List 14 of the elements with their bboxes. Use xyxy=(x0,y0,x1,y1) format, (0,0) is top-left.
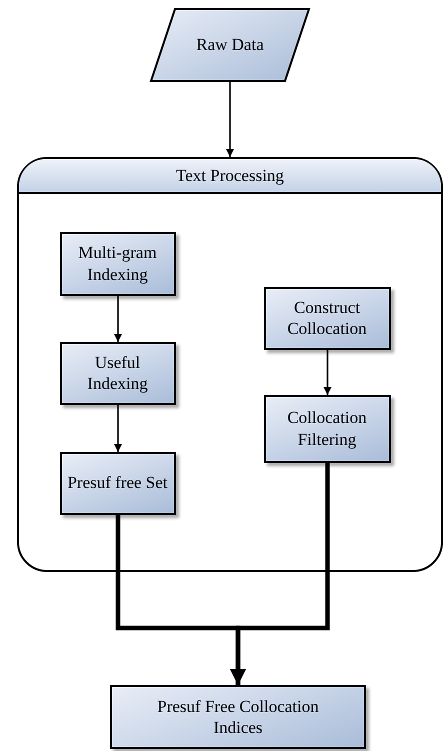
group-container xyxy=(17,157,443,572)
process-box: Presuf free Set xyxy=(60,452,176,514)
group-title: Text Processing xyxy=(19,159,441,194)
node-label: Raw Data xyxy=(196,35,264,55)
process-box: Multi-gram Indexing xyxy=(60,232,176,296)
arrow xyxy=(230,463,330,685)
arrow xyxy=(324,350,332,395)
process-box: Construct Collocation xyxy=(264,286,390,350)
arrow xyxy=(114,296,122,342)
process-box: Presuf Free Collocation Indices xyxy=(110,685,366,749)
process-box: Collocation Filtering xyxy=(264,394,390,462)
arrow xyxy=(114,405,122,452)
arrow xyxy=(226,82,234,157)
process-box: Useful Indexing xyxy=(60,342,176,404)
